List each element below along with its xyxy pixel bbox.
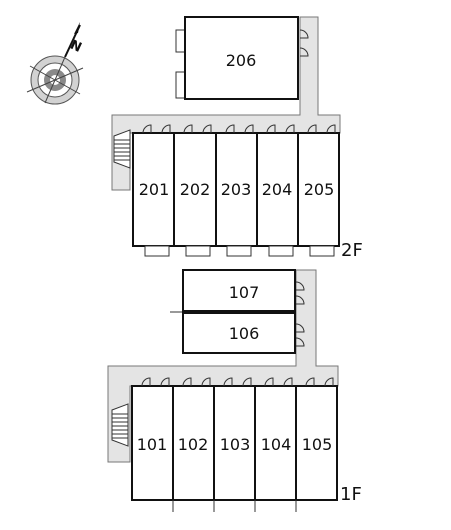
stairs-1f	[111, 403, 129, 447]
row-2f: 201 202 203 204 205	[132, 124, 340, 257]
unit-label-201: 201	[139, 180, 170, 199]
compass-north-letter: N	[68, 38, 84, 56]
compass-rose-icon: N	[26, 22, 84, 105]
unit-label-107: 107	[229, 283, 260, 302]
unit-label-205: 205	[304, 180, 335, 199]
units-107-106: 107 106	[170, 269, 305, 354]
row-1f: 101 102 103 104 105	[131, 377, 338, 512]
unit-label-104: 104	[261, 435, 292, 454]
unit-label-202: 202	[180, 180, 211, 199]
unit-label-105: 105	[302, 435, 333, 454]
unit-label-103: 103	[220, 435, 251, 454]
unit-label-106: 106	[229, 324, 260, 343]
balcony	[175, 71, 186, 99]
unit-label: 206	[226, 51, 257, 70]
door-swing	[299, 29, 309, 39]
floor-label-2f: 2F	[341, 240, 363, 261]
stairs-2f	[113, 129, 131, 169]
unit-206: 206	[175, 16, 309, 100]
balcony	[175, 29, 186, 53]
unit-label-203: 203	[221, 180, 252, 199]
unit-label-102: 102	[178, 435, 209, 454]
door-swing	[299, 47, 309, 57]
unit-label-204: 204	[262, 180, 293, 199]
floor-label-1f: 1F	[340, 484, 362, 505]
corridor-1f	[107, 269, 339, 463]
unit-label-101: 101	[137, 435, 168, 454]
